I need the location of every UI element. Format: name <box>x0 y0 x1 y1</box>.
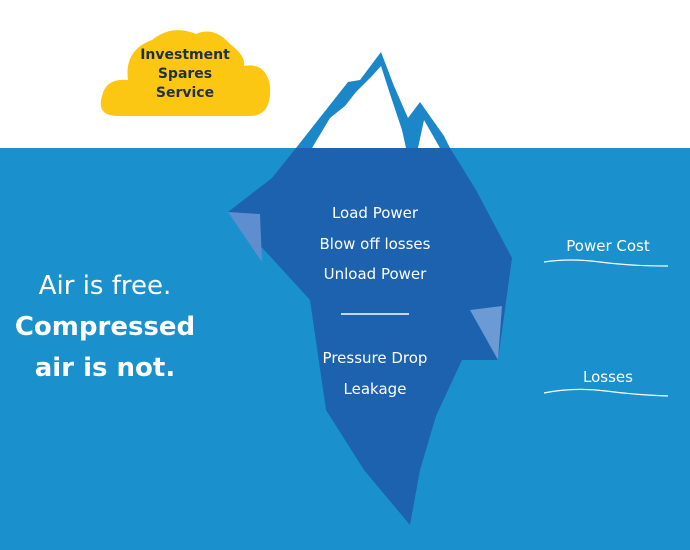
below-waterline-list: Pressure Drop Leakage <box>290 343 460 404</box>
item-blow-off-losses: Blow off losses <box>319 234 431 253</box>
item-leakage: Leakage <box>343 379 407 398</box>
iceberg-tip <box>296 52 450 148</box>
item-unload-power: Unload Power <box>323 265 427 283</box>
losses-label: Losses <box>583 368 633 386</box>
headline-line-3: air is not. <box>34 353 176 383</box>
above-waterline-list: Load Power Blow off losses Unload Power <box>290 198 460 290</box>
cloud-label: Investment Spares Service <box>120 46 250 103</box>
iceberg-underwater <box>228 148 512 525</box>
headline-line-2: Compressed <box>14 312 196 342</box>
losses-wave <box>543 388 669 397</box>
cloud-line-service: Service <box>155 85 215 101</box>
cloud-line-investment: Investment <box>140 47 230 63</box>
headline: Air is free. Compressed air is not. <box>0 266 210 389</box>
power-cost-wave <box>543 259 669 267</box>
cloud-shape <box>100 30 271 116</box>
power-cost-label: Power Cost <box>566 237 650 255</box>
headline-line-1: Air is free. <box>38 271 172 301</box>
cloud-line-spares: Spares <box>157 66 213 82</box>
item-pressure-drop: Pressure Drop <box>322 349 428 367</box>
item-load-power: Load Power <box>331 204 419 222</box>
